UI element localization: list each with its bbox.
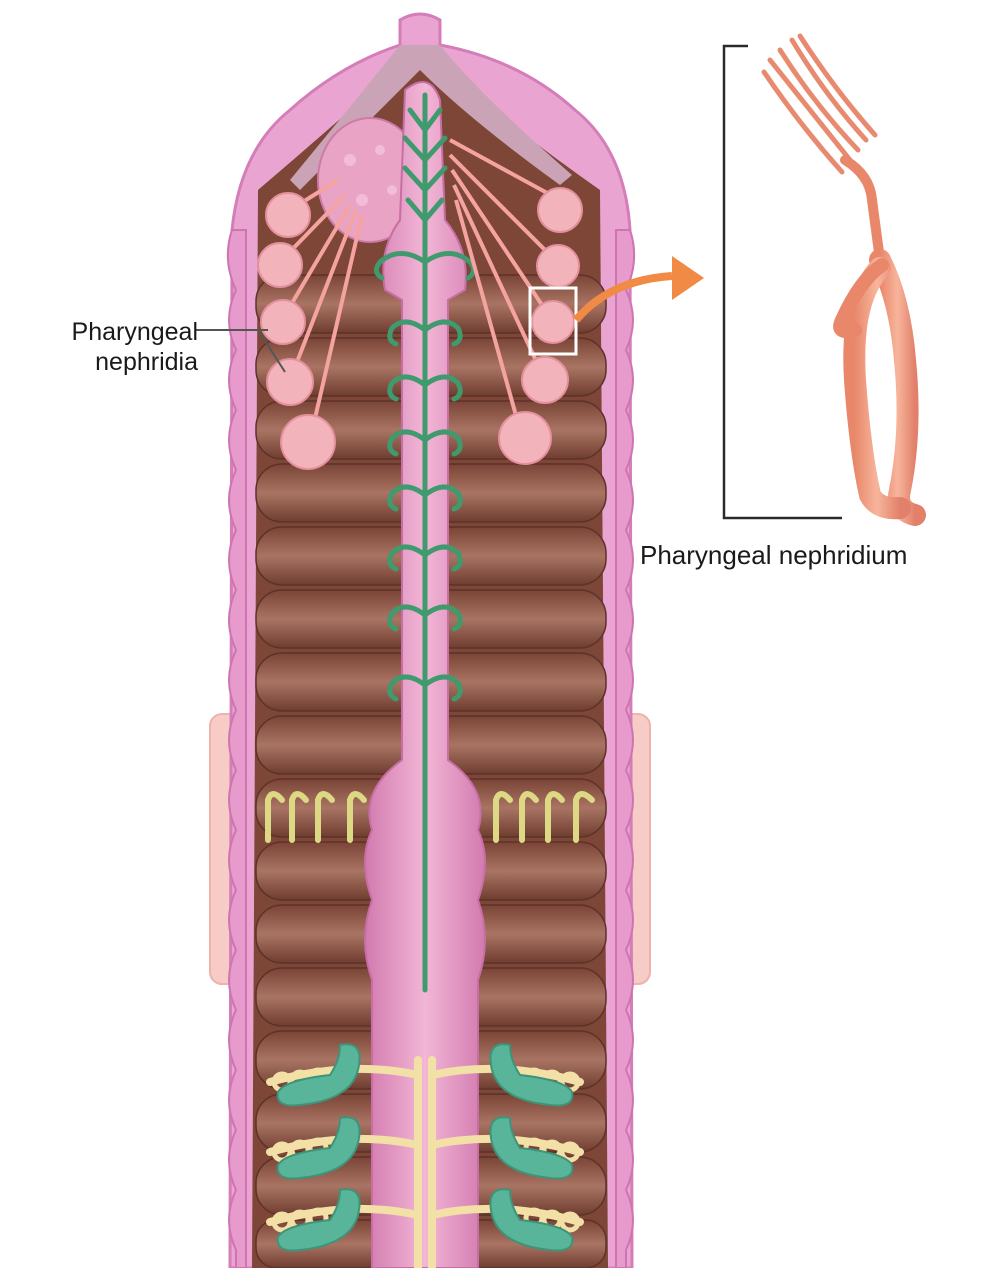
pharyngeal-nephridia-label-line2: nephridia xyxy=(18,347,198,377)
pharyngeal-nephridia-label: Pharyngeal nephridia xyxy=(18,317,198,377)
pharyngeal-nephridium-label: Pharyngeal nephridium xyxy=(640,540,985,570)
pharyngeal-nephridia-label-line1: Pharyngeal xyxy=(18,317,198,347)
enlarged-nephridium xyxy=(764,36,915,515)
bracket xyxy=(724,46,842,518)
